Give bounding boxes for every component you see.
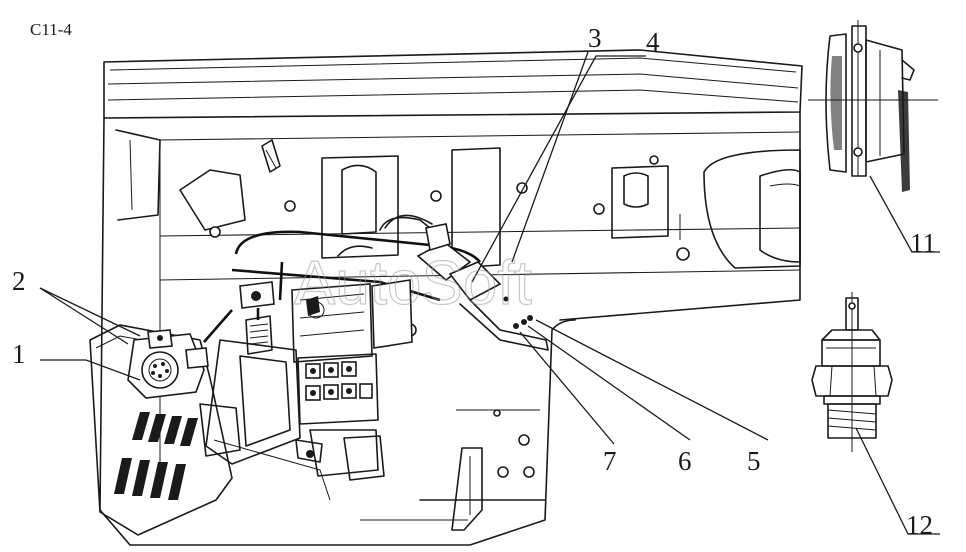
- callout-11: 11: [910, 228, 936, 258]
- fuse-box: [199, 339, 385, 501]
- leader-lines: [39, 51, 940, 535]
- callout-5: 5: [747, 446, 761, 476]
- callout-2: 2: [12, 266, 26, 296]
- callout-12: 12: [906, 510, 933, 540]
- cab-panel: [99, 49, 803, 546]
- watermark-text: AutoSoft: [294, 249, 532, 318]
- callout-6: 6: [678, 446, 692, 476]
- figure-code-label: C11-4: [30, 20, 72, 39]
- callout-4: 4: [646, 27, 660, 57]
- switch-assembly: [231, 214, 549, 363]
- callout-1: 1: [12, 339, 26, 369]
- detail-part-11: [808, 20, 938, 192]
- callout-7: 7: [603, 446, 617, 476]
- detail-part-12: [811, 292, 893, 452]
- callout-3: 3: [588, 23, 602, 53]
- left-panel: [89, 309, 233, 536]
